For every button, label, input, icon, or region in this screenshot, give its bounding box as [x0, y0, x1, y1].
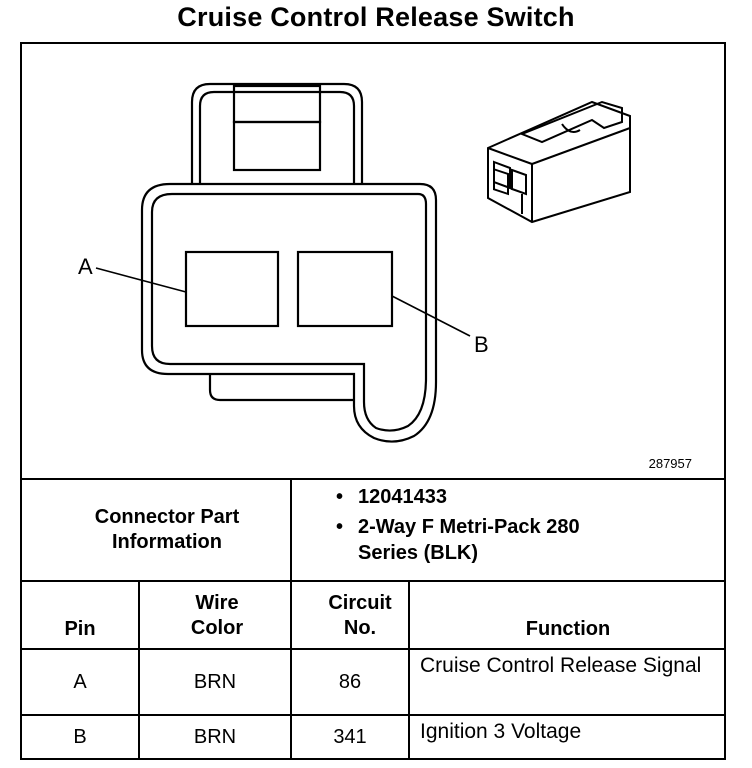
page-title: Cruise Control Release Switch	[177, 2, 575, 32]
table-row-b-circuit: 341	[333, 725, 367, 748]
divider-col-circuit	[408, 580, 410, 758]
header-function: Function	[525, 617, 611, 640]
table-row-a-function: Cruise Control Release Signal	[420, 654, 702, 677]
pin-b-label: B	[474, 332, 489, 357]
divider-row-a	[22, 714, 724, 716]
figure-number: 287957	[648, 456, 692, 471]
connector-part-number: 12041433	[332, 484, 638, 510]
divider-col-pin	[138, 580, 140, 758]
header-circuit-no: Circuit No.	[328, 592, 392, 639]
connector-info-frame: A B 287957 Connector Part Information 12…	[20, 42, 726, 760]
connector-description: 2-Way F Metri-Pack 280 Series (BLK)	[332, 514, 638, 566]
table-row-b-function: Ignition 3 Voltage	[420, 720, 582, 743]
pin-a-label: A	[78, 254, 93, 279]
table-row-a-wire-color: BRN	[193, 670, 237, 693]
connector-face-drawing	[95, 82, 631, 443]
divider-diagram	[22, 478, 724, 480]
divider-col-wire	[290, 580, 292, 758]
connector-diagram: A B 287957	[22, 44, 724, 478]
header-pin: Pin	[64, 617, 96, 640]
divider-header	[22, 648, 724, 650]
divider-connector	[22, 580, 724, 582]
connector-part-info-label: Connector Part Information	[94, 506, 240, 553]
connector-part-info-list: 12041433 2-Way F Metri-Pack 280 Series (…	[332, 484, 638, 570]
header-wire-color: Wire Color	[190, 592, 244, 639]
table-row-b-pin: B	[73, 725, 87, 748]
table-row-a-circuit: 86	[338, 670, 362, 693]
divider-connector-vertical	[290, 478, 292, 580]
table-row-a-pin: A	[73, 670, 87, 693]
table-row-b-wire-color: BRN	[193, 725, 237, 748]
